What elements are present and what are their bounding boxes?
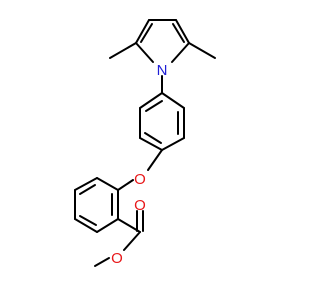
bond-pyrrole-c2-c3	[135, 19, 150, 44]
bond-pyrrole-n-c2	[135, 42, 154, 63]
bond-ester-o-to-methyl	[94, 257, 110, 267]
bond-pyrrole-c4-c5	[175, 19, 190, 44]
bond-ring2-4-inner	[79, 215, 97, 226]
molecule-structure-diagram: N O O O	[74, 19, 216, 267]
bond-ring1-4	[139, 137, 163, 151]
bond-methyl-right	[188, 42, 216, 59]
carbonyl-oxygen-atom-label: O	[134, 197, 146, 214]
bond-pyrrole-c2-c3-double	[140, 23, 153, 43]
bond-ring1-1	[161, 92, 185, 109]
bond-pyrrole-c5-n	[171, 42, 190, 63]
bond-ring2-2-inner	[79, 184, 96, 195]
bond-ring1-6-inner	[145, 100, 163, 112]
bond-ring1-3	[161, 137, 185, 151]
bond-ring2-2	[74, 177, 98, 191]
bond-ring1-6	[139, 92, 163, 109]
atom-labels: N O O O	[111, 62, 167, 267]
bond-carbonyl-c-to-ester-o	[123, 231, 141, 251]
bond-ring1-4-inner	[144, 132, 162, 144]
bond-ring2-5	[96, 218, 119, 233]
bond-ring1-to-ether-o	[147, 149, 163, 171]
bond-ether-o-to-ring2	[117, 179, 134, 191]
ester-oxygen-atom-label: O	[111, 250, 123, 267]
ether-oxygen-atom-label: O	[134, 171, 146, 188]
nitrogen-atom-label: N	[157, 62, 168, 79]
bond-pyrrole-c4-c5-double	[172, 23, 185, 43]
bond-ring2-4	[74, 218, 98, 233]
bond-ring2-1	[96, 177, 119, 191]
bond-methyl-left	[109, 42, 137, 59]
bonds	[74, 19, 216, 267]
